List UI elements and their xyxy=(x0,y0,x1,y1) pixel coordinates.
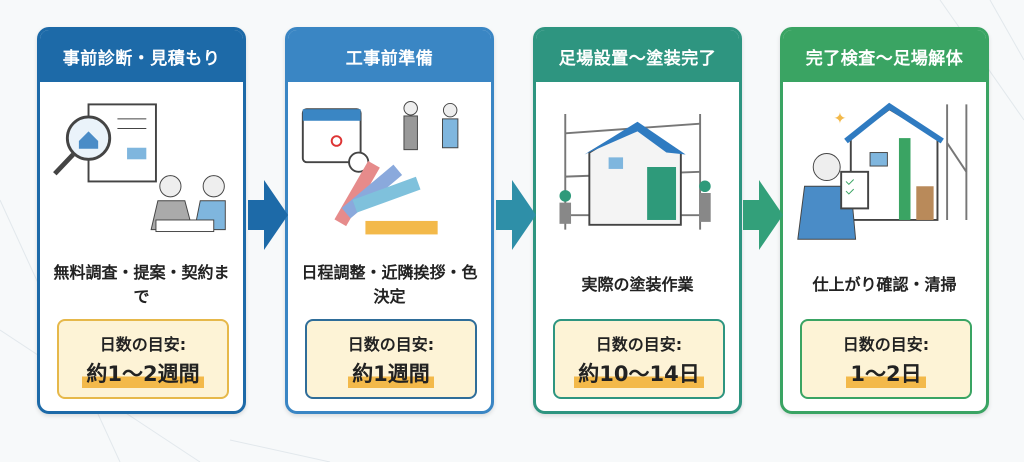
step-title: 完了検査〜足場解体 xyxy=(783,30,986,82)
duration-value: 約1〜2週間 xyxy=(82,358,204,388)
step-card: 完了検査〜足場解体 ✦ 仕上がり確認・清掃 日数の目安: 1〜2日 xyxy=(780,27,989,414)
scaffold-painters-icon xyxy=(559,114,711,230)
calendar-greeting-palette-icon xyxy=(301,101,459,235)
duration-value: 1〜2日 xyxy=(846,358,926,388)
step-title: 足場設置〜塗装完了 xyxy=(536,30,739,82)
duration-badge: 日数の目安: 約1〜2週間 xyxy=(57,319,229,399)
duration-label: 日数の目安: xyxy=(595,335,683,354)
step-description: 日程調整・近隣挨拶・色決定 xyxy=(301,263,478,306)
step-title: 事前診断・見積もり xyxy=(40,30,243,82)
step-description: 仕上がり確認・清掃 xyxy=(812,275,957,294)
step-description: 無料調査・提案・契約まで xyxy=(53,263,230,306)
duration-label: 日数の目安: xyxy=(347,335,435,354)
inspector-house-icon: ✦ xyxy=(797,102,968,240)
step-card: 工事前準備 日程調整・近隣挨拶・色決定 日数の目安: 約1週間 xyxy=(285,27,494,414)
svg-text:✦: ✦ xyxy=(833,110,846,128)
duration-value: 約1週間 xyxy=(348,358,434,388)
arrow-right-icon xyxy=(248,180,288,250)
duration-label: 日数の目安: xyxy=(99,335,187,354)
step-card: 足場設置〜塗装完了 実際の塗装作業 日数の目安: 約10〜14日 xyxy=(533,27,742,414)
duration-value: 約10〜14日 xyxy=(574,358,704,388)
duration-label: 日数の目安: xyxy=(842,335,930,354)
step-title: 工事前準備 xyxy=(288,30,491,82)
arrow-right-icon xyxy=(496,180,536,250)
magnifier-house-handshake-icon xyxy=(53,103,226,233)
duration-badge: 日数の目安: 約1週間 xyxy=(305,319,477,399)
duration-badge: 日数の目安: 約10〜14日 xyxy=(553,319,725,399)
step-description: 実際の塗装作業 xyxy=(581,275,694,294)
arrow-right-icon xyxy=(743,180,783,250)
duration-badge: 日数の目安: 1〜2日 xyxy=(800,319,972,399)
step-card: 事前診断・見積もり 無料調査・提案・契約まで 日数の目安: 約1〜2週間 xyxy=(37,27,246,414)
